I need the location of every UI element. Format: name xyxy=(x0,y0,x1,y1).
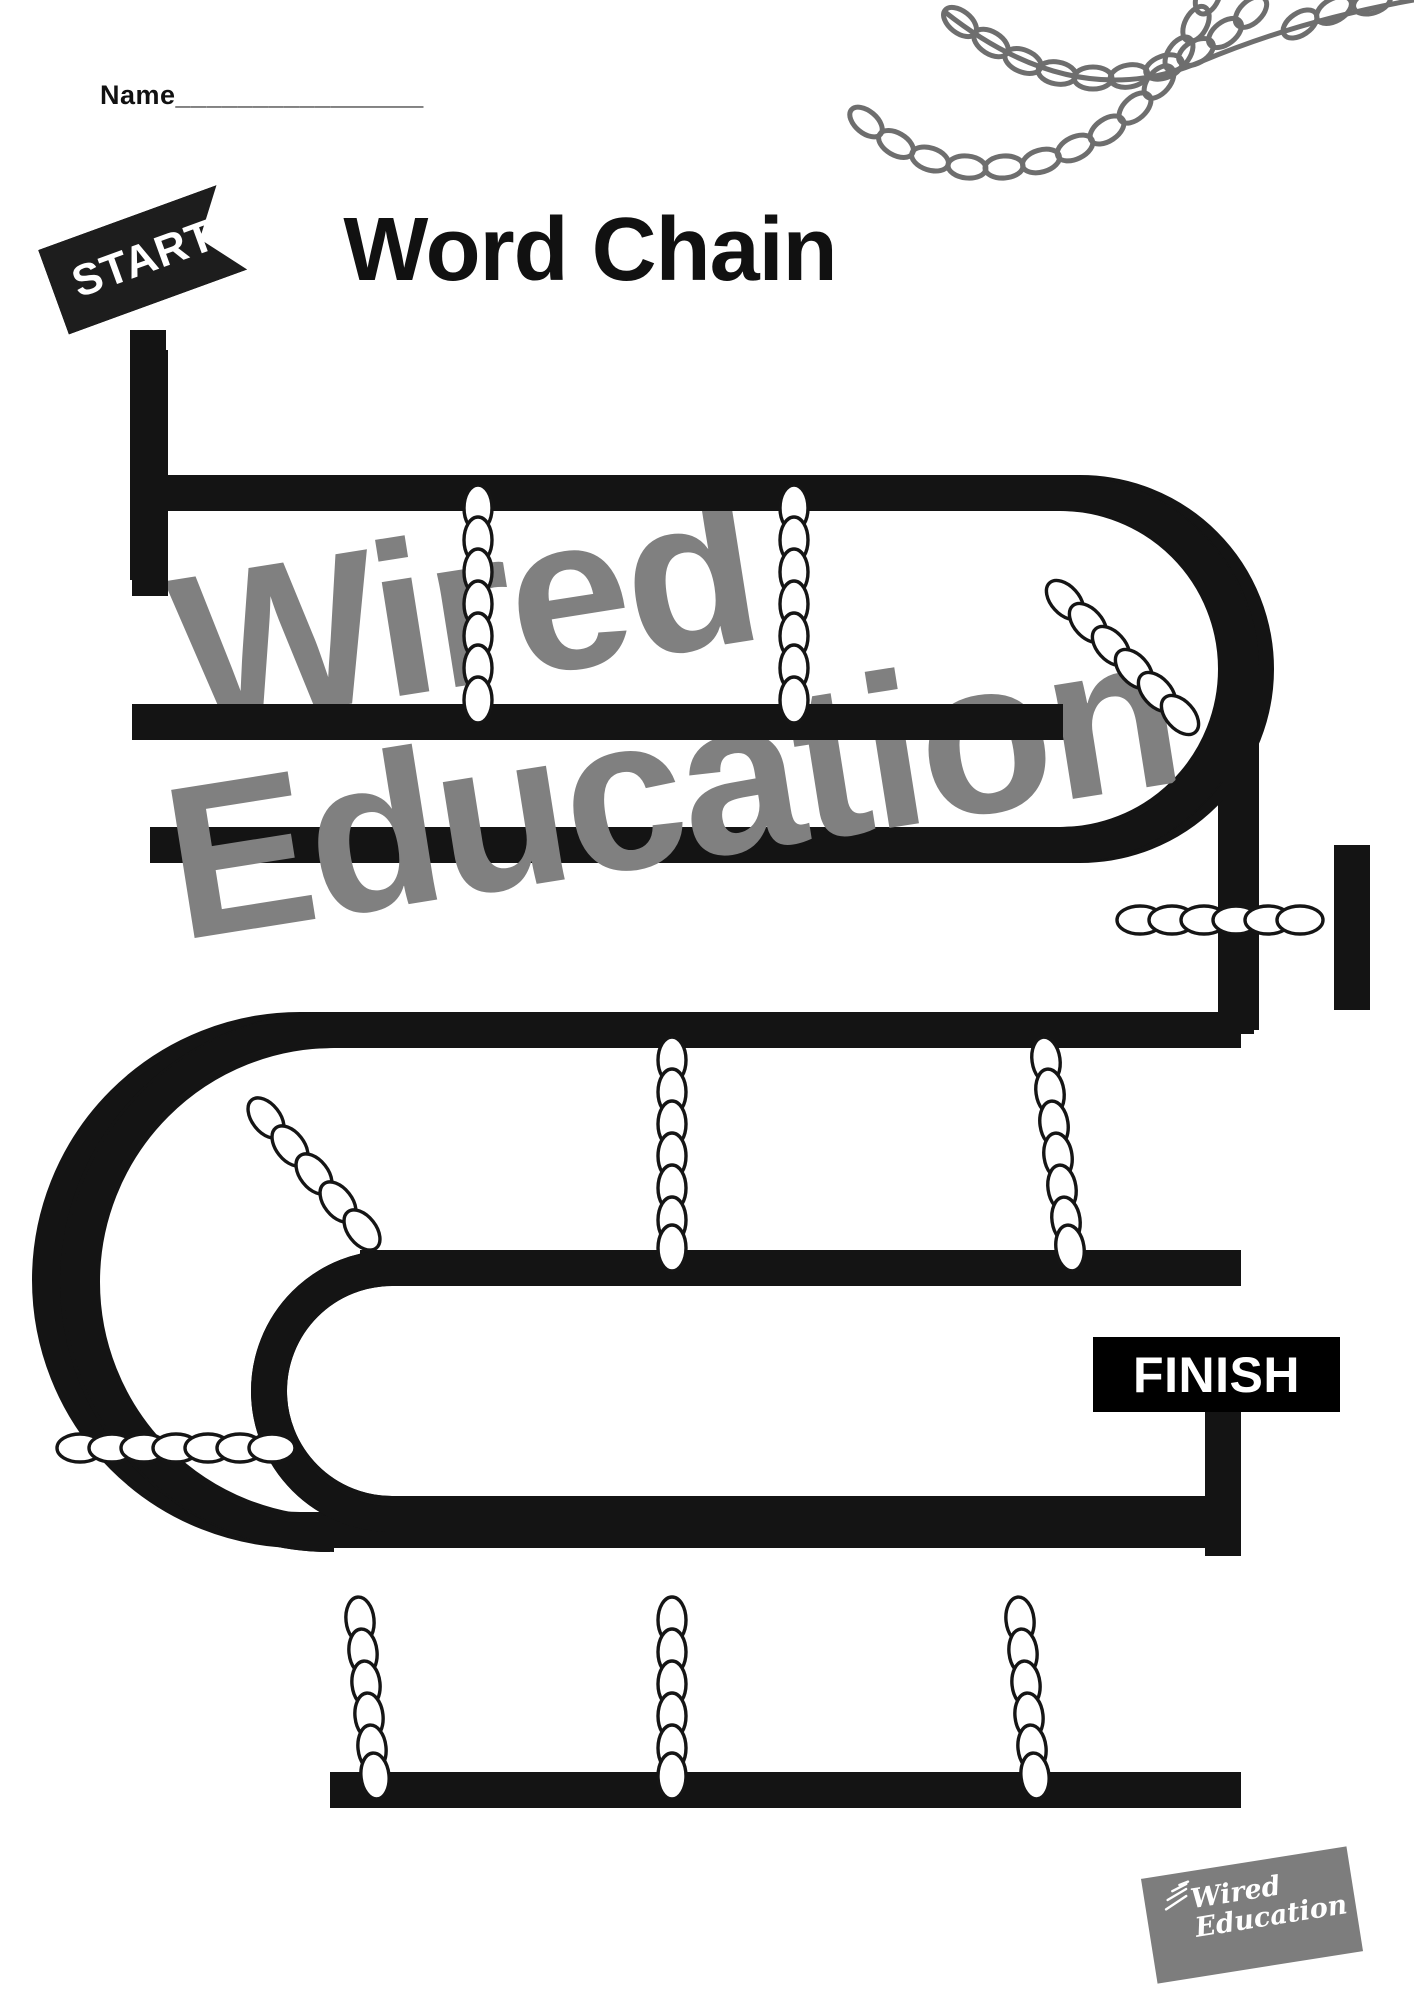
chain-connector-10 xyxy=(656,1595,688,1801)
chain-connector-3 xyxy=(1044,578,1201,737)
page-title: Word Chain xyxy=(343,200,837,300)
finish-label: FINISH xyxy=(1093,1337,1340,1412)
chain-connector-4 xyxy=(1115,904,1325,936)
logo-stamp: Wired Education xyxy=(1140,1846,1364,1984)
chain-connector-8 xyxy=(55,1432,297,1464)
chain-connector-6 xyxy=(656,1035,688,1273)
chain-connector-9 xyxy=(344,1595,391,1801)
chain-connector-1 xyxy=(462,483,494,725)
decorative-chains-top xyxy=(847,0,1414,181)
chain-connector-7 xyxy=(1030,1035,1086,1273)
name-field-label[interactable]: Name________________ xyxy=(100,80,424,110)
chain-connector-11 xyxy=(1004,1595,1051,1801)
spark-icon xyxy=(1164,1880,1190,1911)
chain-connector-2 xyxy=(778,483,810,725)
chain-connector-5 xyxy=(246,1096,382,1252)
